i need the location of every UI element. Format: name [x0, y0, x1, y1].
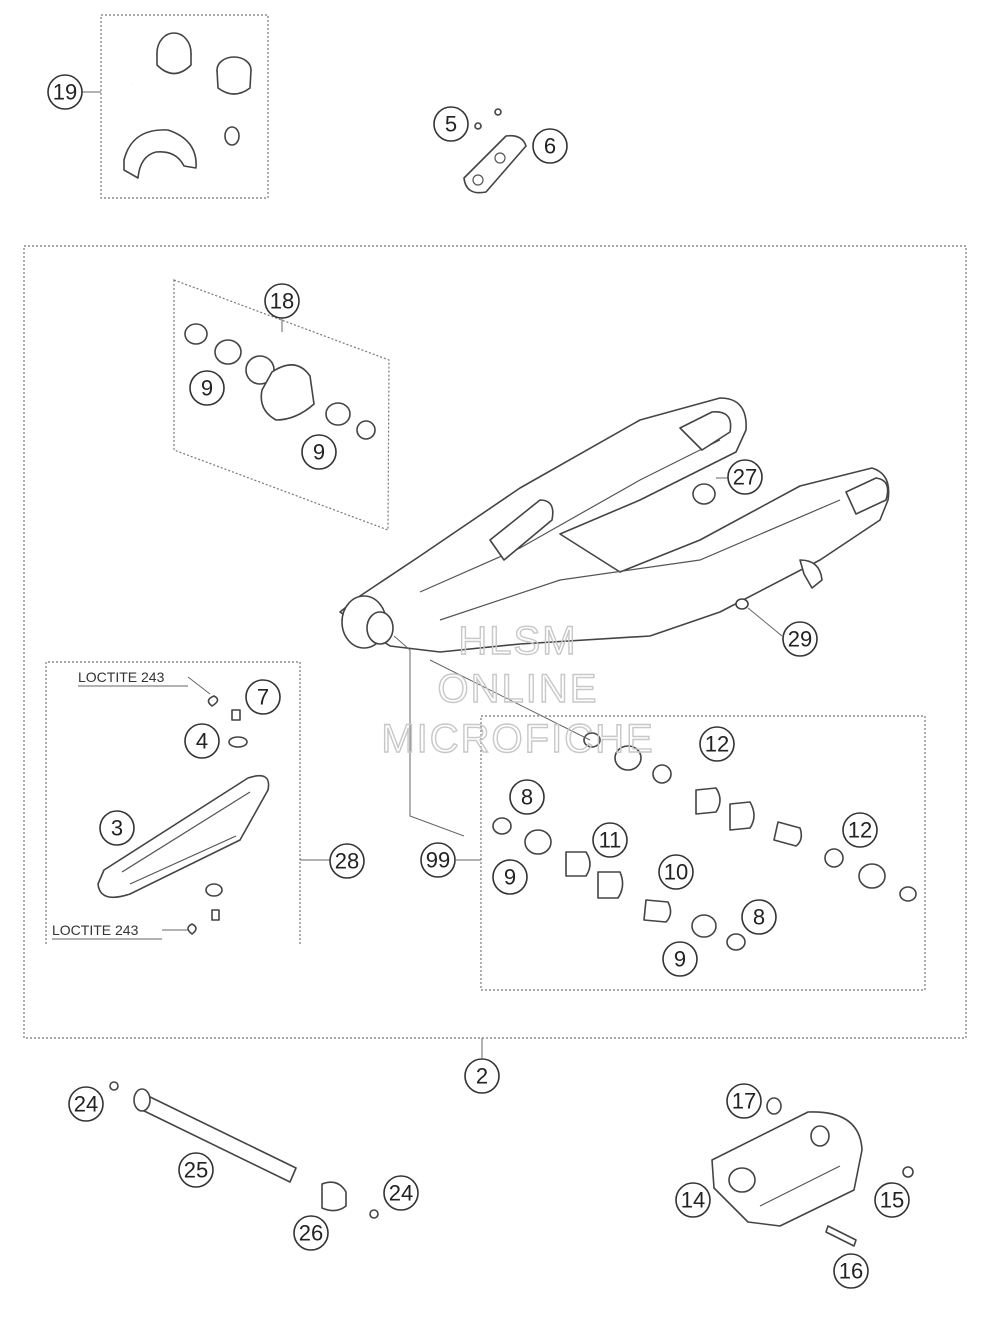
callout-16: 16 [833, 1253, 869, 1289]
chain-slider-28 [97, 695, 270, 935]
callout-24: 24 [383, 1175, 419, 1211]
svg-text:4: 4 [196, 729, 208, 754]
callout-9: 9 [492, 859, 528, 895]
loctite-note-bottom: LOCTITE 243 [52, 922, 139, 938]
callout-10: 10 [658, 854, 694, 890]
svg-text:18: 18 [270, 289, 294, 314]
callout-8: 8 [741, 899, 777, 935]
svg-text:3: 3 [111, 816, 123, 841]
svg-text:12: 12 [705, 732, 729, 757]
callout-29: 29 [782, 621, 818, 657]
callout-28: 28 [329, 843, 365, 879]
swingarm-axle-25 [109, 1081, 379, 1219]
watermark-line-1: HLSM [458, 619, 577, 663]
svg-text:24: 24 [74, 1092, 98, 1117]
callout-2: 2 [464, 1058, 500, 1094]
svg-text:15: 15 [880, 1188, 904, 1213]
svg-text:9: 9 [313, 440, 325, 465]
svg-text:17: 17 [732, 1089, 756, 1114]
group-frame-18 [173, 279, 390, 531]
callout-15: 15 [874, 1182, 910, 1218]
svg-text:25: 25 [184, 1158, 208, 1183]
svg-text:11: 11 [599, 828, 622, 853]
callout-14: 14 [675, 1182, 711, 1218]
group-frame-99 [480, 715, 926, 991]
swingarm-assembly-frame [23, 245, 967, 1039]
svg-text:9: 9 [201, 376, 213, 401]
svg-text:24: 24 [389, 1181, 413, 1206]
callout-26: 26 [293, 1215, 329, 1251]
callout-9: 9 [301, 434, 337, 470]
callout-8: 8 [509, 779, 545, 815]
watermark-line-2: ONLINE [438, 667, 599, 711]
svg-text:7: 7 [257, 685, 269, 710]
callout-18: 18 [264, 283, 300, 319]
svg-text:19: 19 [53, 80, 77, 105]
callout-12: 12 [842, 812, 878, 848]
svg-text:9: 9 [674, 947, 686, 972]
svg-text:8: 8 [521, 785, 533, 810]
callout-4: 4 [184, 723, 220, 759]
bolt-kit-19 [123, 32, 252, 179]
callout-9: 9 [662, 941, 698, 977]
svg-text:2: 2 [476, 1064, 488, 1089]
chain-guide-clip-6 [463, 108, 527, 194]
pivot-hardware-99 [492, 732, 917, 951]
callout-9: 9 [189, 370, 225, 406]
svg-text:12: 12 [848, 818, 872, 843]
bearing-stack-18 [184, 323, 376, 440]
svg-text:6: 6 [544, 134, 556, 159]
callout-5: 5 [433, 106, 469, 142]
group-frame-28 [45, 661, 301, 944]
callout-27: 27 [727, 459, 763, 495]
svg-text:26: 26 [299, 1221, 323, 1246]
svg-text:8: 8 [753, 905, 765, 930]
loctite-note-top: LOCTITE 243 [78, 669, 165, 685]
callout-24: 24 [68, 1086, 104, 1122]
svg-text:14: 14 [681, 1188, 705, 1213]
svg-text:16: 16 [839, 1259, 863, 1284]
svg-text:10: 10 [664, 860, 688, 885]
callout-3: 3 [99, 810, 135, 846]
callout-19: 19 [47, 74, 83, 110]
leader-lines [82, 91, 783, 1058]
callout-6: 6 [532, 128, 568, 164]
chain-guide-14 [711, 1097, 914, 1247]
svg-text:28: 28 [335, 849, 359, 874]
watermark-line-3: MICROFICHE [381, 717, 654, 761]
group-frame-19 [100, 14, 269, 199]
callout-17: 17 [726, 1083, 762, 1119]
callout-7: 7 [245, 679, 281, 715]
callout-25: 25 [178, 1152, 214, 1188]
svg-text:27: 27 [733, 465, 757, 490]
swingarm-body [339, 397, 890, 653]
callout-12: 12 [699, 726, 735, 762]
callout-99: 99 [420, 842, 456, 878]
svg-text:99: 99 [426, 848, 450, 873]
svg-text:9: 9 [504, 865, 516, 890]
svg-text:5: 5 [445, 112, 457, 137]
callout-11: 11 [592, 822, 628, 858]
svg-text:29: 29 [788, 627, 812, 652]
